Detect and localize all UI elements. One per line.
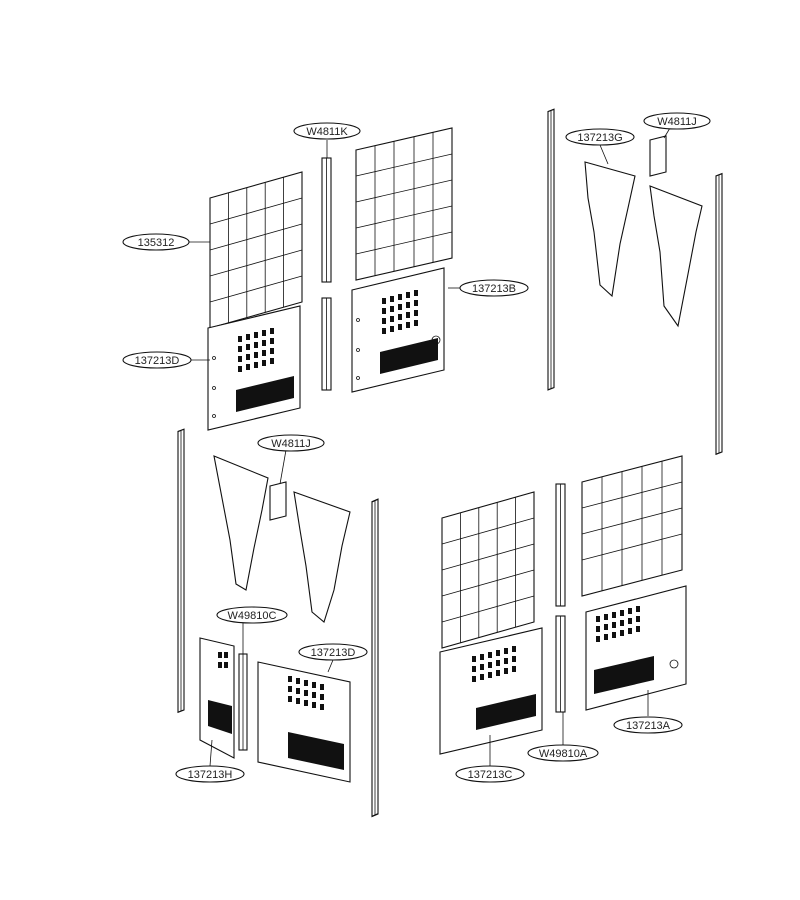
label-137213g: 137213G	[577, 132, 622, 144]
label-137213c: 137213C	[468, 769, 513, 781]
bottom-left-assembly: W4811J W49810C 137213D 137213H	[175, 428, 379, 818]
label-w49810c: W49810C	[228, 610, 277, 622]
label-137213h: 137213H	[188, 769, 233, 781]
label-oval-137213h	[175, 765, 245, 783]
label-w4811k: W4811K	[306, 126, 348, 138]
label-oval-137213a	[613, 716, 683, 734]
label-w49810a: W49810A	[539, 748, 588, 760]
label-oval-137213g	[565, 128, 635, 146]
label-oval-w4811j-mid	[257, 434, 325, 452]
bottom-right-assembly: 137213C W49810A 137213A	[439, 455, 687, 783]
label-w4811j-top: W4811J	[657, 116, 697, 128]
label-137213a: 137213A	[626, 720, 671, 732]
label-135312: 135312	[138, 237, 175, 249]
label-oval-137213c	[455, 765, 525, 783]
label-oval-w4811k	[293, 122, 361, 140]
label-w4811j-mid: W4811J	[271, 438, 311, 450]
label-137213d-top: 137213D	[135, 355, 180, 367]
label-oval-137213d-mid	[298, 643, 368, 661]
top-left-assembly: 135312 W4811K 137213B 137213D	[122, 122, 529, 431]
label-137213d-mid: 137213D	[311, 647, 356, 659]
label-137213b: 137213B	[472, 283, 516, 295]
label-oval-w49810c	[216, 606, 288, 624]
top-right-assembly: 137213G W4811J	[547, 108, 723, 455]
label-oval-w4811j-top	[643, 112, 711, 130]
label-oval-w49810a	[527, 744, 599, 762]
label-oval-137213b	[459, 279, 529, 297]
label-oval-135312	[122, 233, 190, 251]
label-oval-137213d-top	[122, 351, 192, 369]
